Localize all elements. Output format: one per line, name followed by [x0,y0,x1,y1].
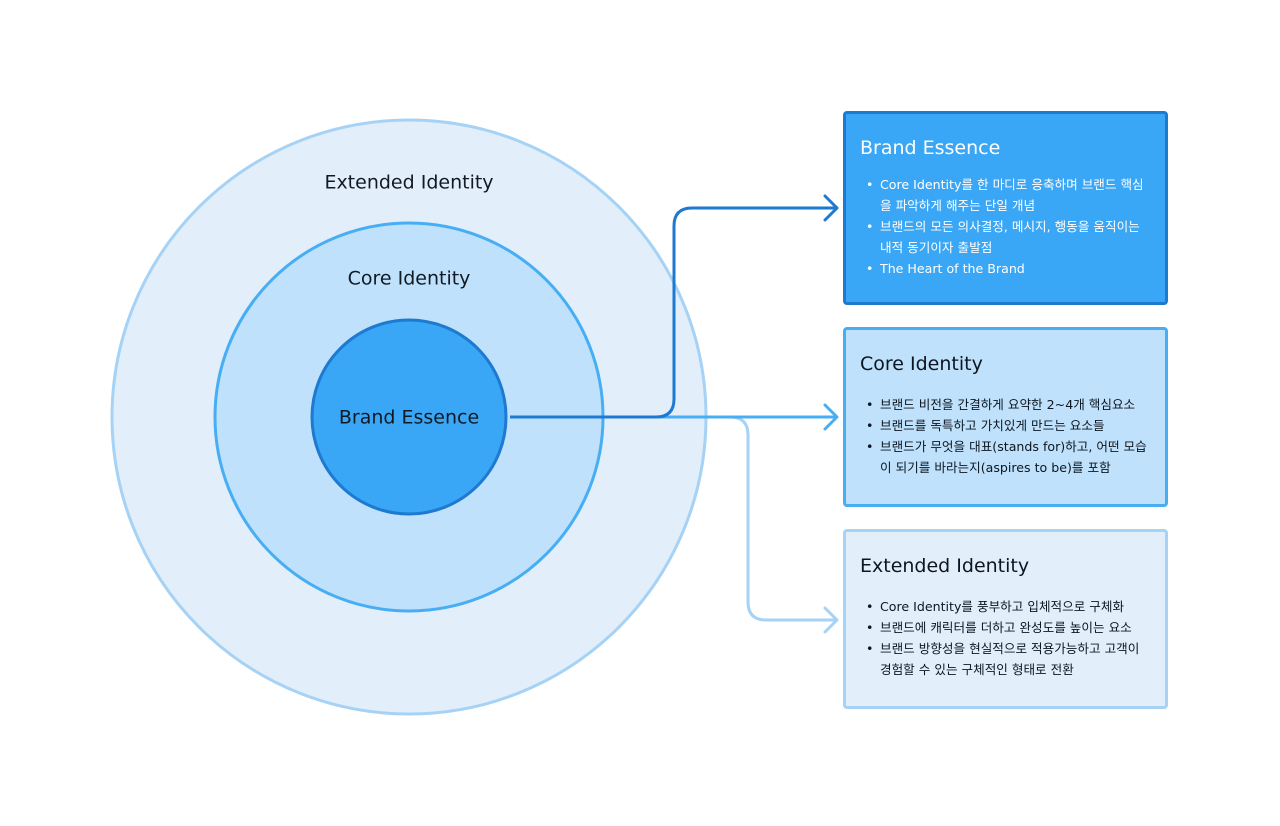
bullet-icon: • [866,641,874,656]
brand-essence-circle [310,318,508,516]
bullet-icon: • [866,177,874,192]
bullet-icon: • [866,439,874,454]
bullet-icon: • [866,620,874,635]
list-item: •Core Identity를 한 마디로 응축하며 브랜드 핵심을 파악하게 … [866,174,1151,216]
bullet-icon: • [866,261,874,276]
extended-identity-label: Extended Identity [324,172,493,194]
core-identity-card: Core Identity •브랜드 비전을 간결하게 요약한 2~4개 핵심요… [843,327,1168,507]
core-identity-label: Core Identity [348,268,471,290]
connector-arrow-essence [510,206,836,419]
bullet-icon: • [866,397,874,412]
list-item: •브랜드 방향성을 현실적으로 적용가능하고 고객이 경험할 수 있는 구체적인… [866,638,1151,680]
core-identity-list: •브랜드 비전을 간결하게 요약한 2~4개 핵심요소 •브랜드를 독특하고 가… [860,394,1151,478]
arrowhead-extended [823,606,839,634]
list-item: •Core Identity를 풍부하고 입체적으로 구체화 [866,596,1151,617]
core-identity-card-title: Core Identity [860,353,983,375]
brand-essence-label: Brand Essence [339,407,479,429]
brand-essence-list: •Core Identity를 한 마디로 응축하며 브랜드 핵심을 파악하게 … [860,174,1151,279]
list-item: •The Heart of the Brand [866,258,1151,279]
brand-essence-card: Brand Essence •Core Identity를 한 마디로 응축하며… [843,111,1168,305]
bullet-icon: • [866,599,874,614]
extended-identity-card-title: Extended Identity [860,555,1030,577]
extended-identity-list: •Core Identity를 풍부하고 입체적으로 구체화 •브랜드에 캐릭터… [860,596,1151,680]
list-item: •브랜드에 캐릭터를 더하고 완성도를 높이는 요소 [866,617,1151,638]
bullet-icon: • [866,219,874,234]
list-item: •브랜드 비전을 간결하게 요약한 2~4개 핵심요소 [866,394,1151,415]
list-item: •브랜드가 무엇을 대표(stands for)하고, 어떤 모습이 되기를 바… [866,436,1151,478]
arrowhead-core [823,403,839,431]
bullet-icon: • [866,418,874,433]
list-item: •브랜드를 독특하고 가치있게 만드는 요소들 [866,415,1151,436]
arrowhead-essence [823,194,839,222]
extended-identity-card: Extended Identity •Core Identity를 풍부하고 입… [843,529,1168,709]
list-item: •브랜드의 모든 의사결정, 메시지, 행동을 움직이는 내적 동기이자 출발점 [866,216,1151,258]
brand-essence-card-title: Brand Essence [860,137,1001,159]
